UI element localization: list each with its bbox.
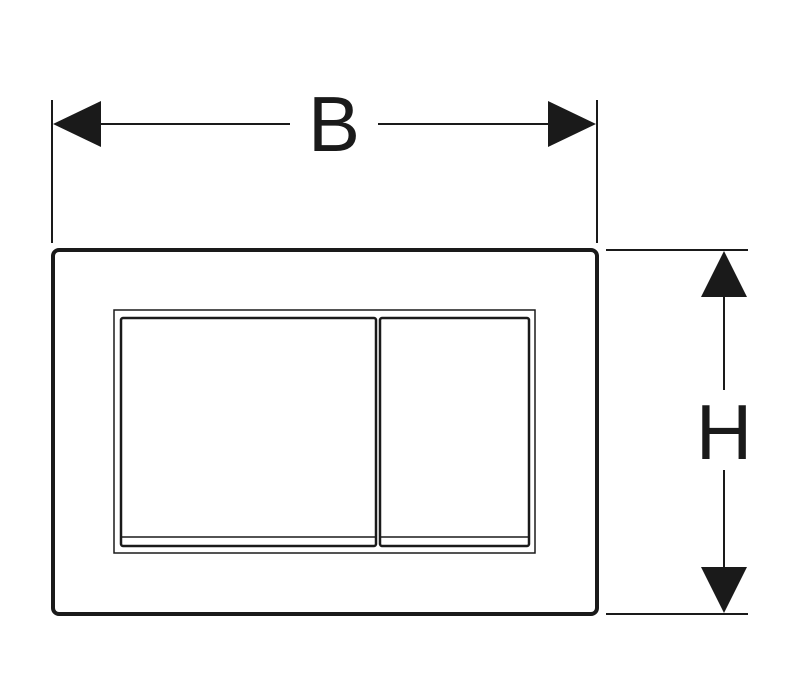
width-dimension: B xyxy=(51,80,598,243)
height-label: H xyxy=(696,388,752,476)
outer-plate-frame xyxy=(51,248,599,616)
height-arrow-bottom xyxy=(701,567,747,613)
width-arrow-left xyxy=(53,101,101,147)
width-label: B xyxy=(308,80,360,168)
large-flush-button-face xyxy=(119,316,378,548)
flush-plate xyxy=(51,248,599,616)
small-flush-button xyxy=(378,316,531,548)
large-flush-button xyxy=(119,316,378,548)
height-dimension: H xyxy=(606,249,752,615)
button-recess-frame xyxy=(113,309,536,554)
small-flush-button-face xyxy=(378,316,531,548)
height-arrow-top xyxy=(701,251,747,297)
width-arrow-right xyxy=(548,101,596,147)
